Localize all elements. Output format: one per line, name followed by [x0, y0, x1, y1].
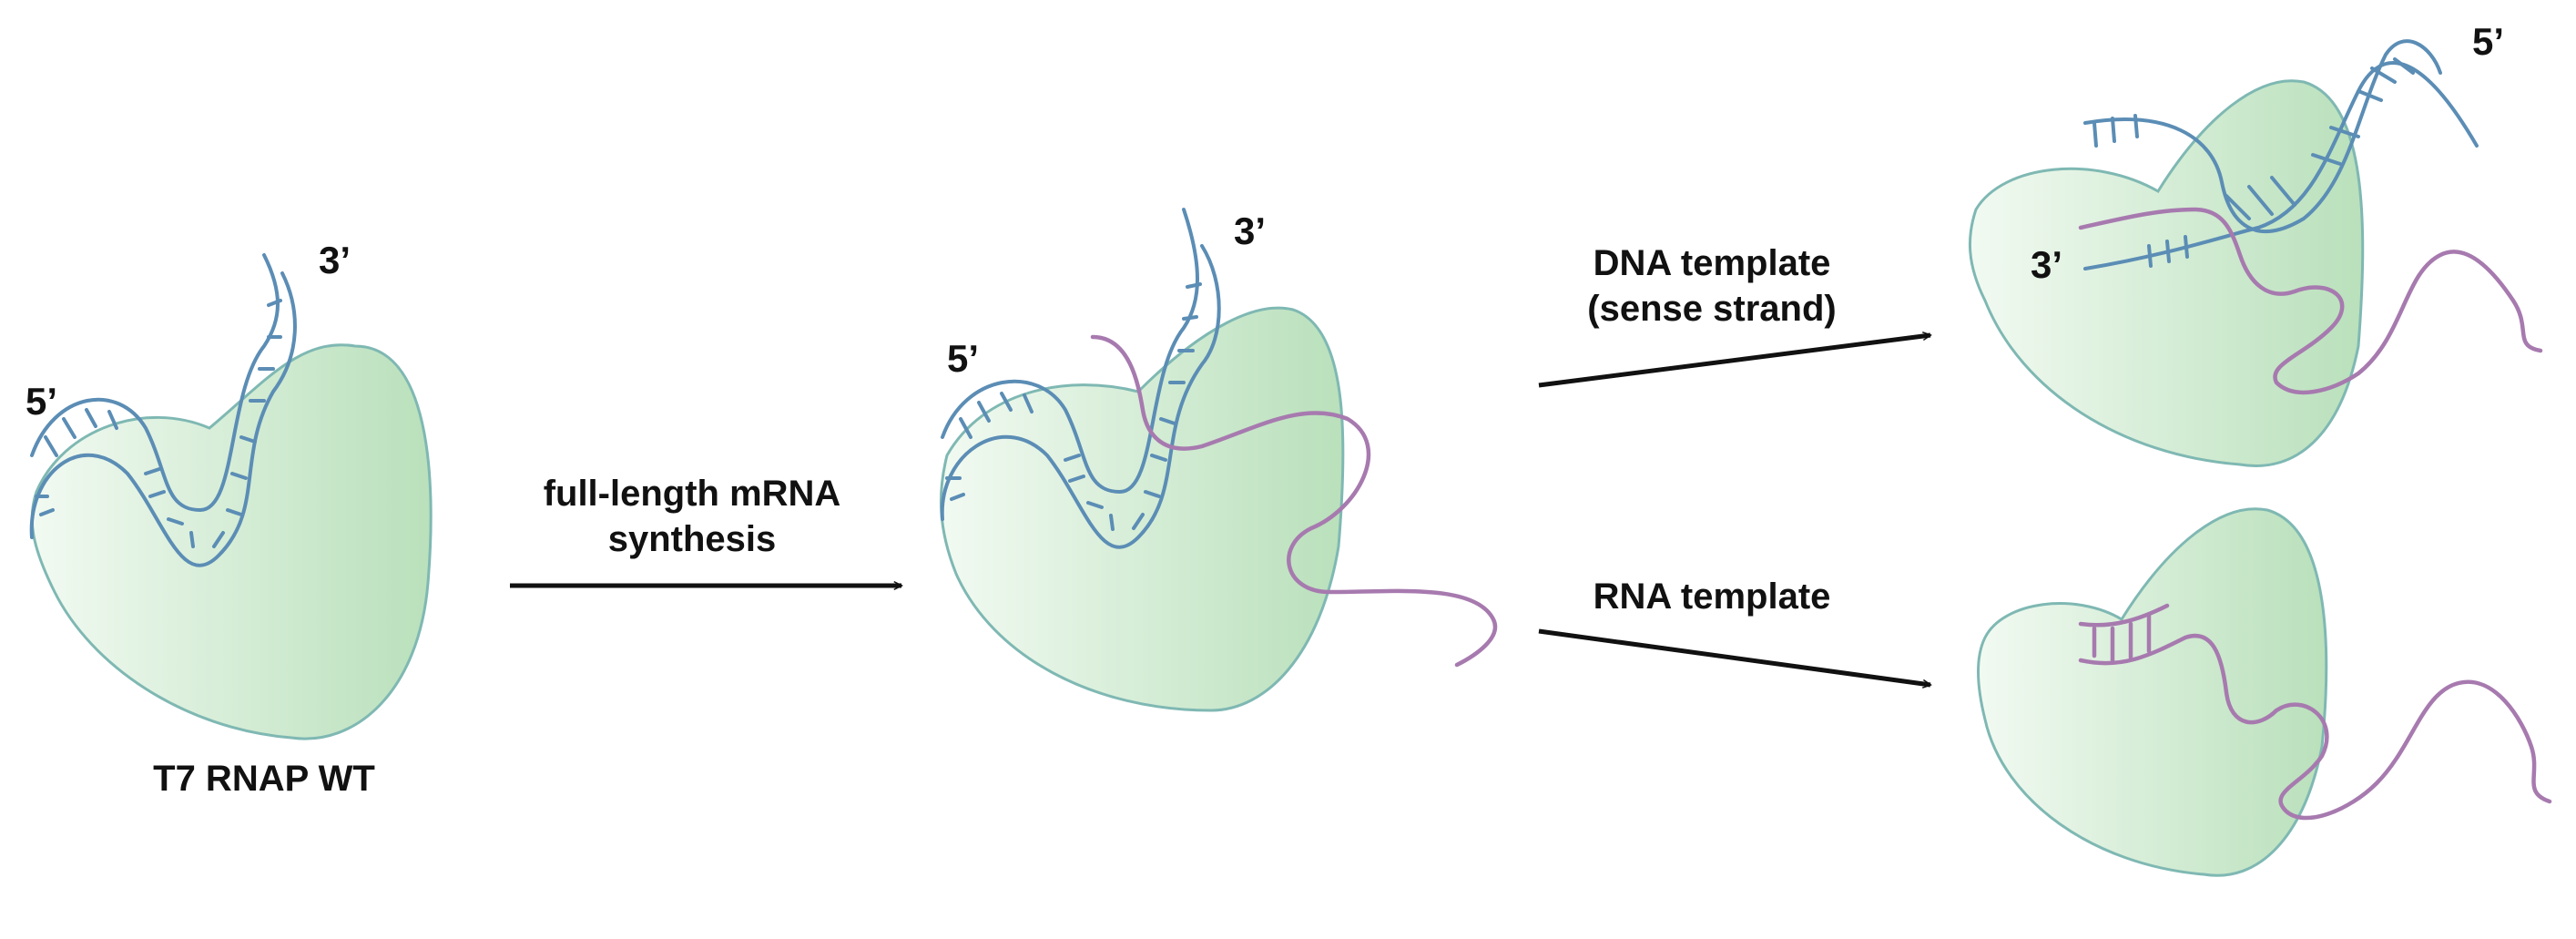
dna-template-label-line1: DNA template — [1593, 243, 1831, 283]
enzyme-label: T7 RNAP WT — [153, 759, 375, 799]
rnap-body-transcribing — [939, 306, 1345, 712]
panel-rna-template — [1977, 507, 2552, 877]
rna-duplex-rna-template — [2078, 603, 2552, 821]
panel-enzyme-wt: 5’ 3’ T7 RNAP WT — [25, 239, 433, 799]
arrow-mrna-synthesis: full-length mRNA synthesis — [510, 474, 901, 586]
panel-dna-template: 5’ 3’ — [1969, 20, 2543, 467]
panel3-five-prime-label: 5’ — [2472, 20, 2504, 63]
panel1-five-prime-label: 5’ — [25, 380, 57, 423]
panel2-five-prime-label: 5’ — [947, 337, 979, 380]
rnap-body-rna-template — [1977, 507, 2328, 877]
step1-label-line2: synthesis — [608, 519, 777, 559]
dna-duplex — [29, 253, 297, 567]
dna-duplex-dna-template — [2083, 39, 2479, 270]
mrna-transcript — [1090, 334, 1498, 668]
rna-product-dna-template — [2078, 207, 2543, 395]
dna-duplex-transcribing — [940, 208, 1221, 549]
panel3-three-prime-label: 3’ — [2031, 243, 2062, 286]
rnap-body-dna-template — [1969, 79, 2365, 467]
step1-label-line1: full-length mRNA — [544, 474, 841, 514]
arrow-rna-template: RNA template — [1538, 577, 1930, 685]
panel1-three-prime-label: 3’ — [319, 239, 351, 281]
rna-template-label: RNA template — [1593, 577, 1831, 617]
dna-template-label-line2: (sense strand) — [1587, 289, 1836, 329]
panel-transcribing: 5’ 3’ — [939, 208, 1498, 712]
panel2-three-prime-label: 3’ — [1234, 209, 1266, 252]
arrow-dna-template: DNA template (sense strand) — [1538, 243, 1930, 388]
